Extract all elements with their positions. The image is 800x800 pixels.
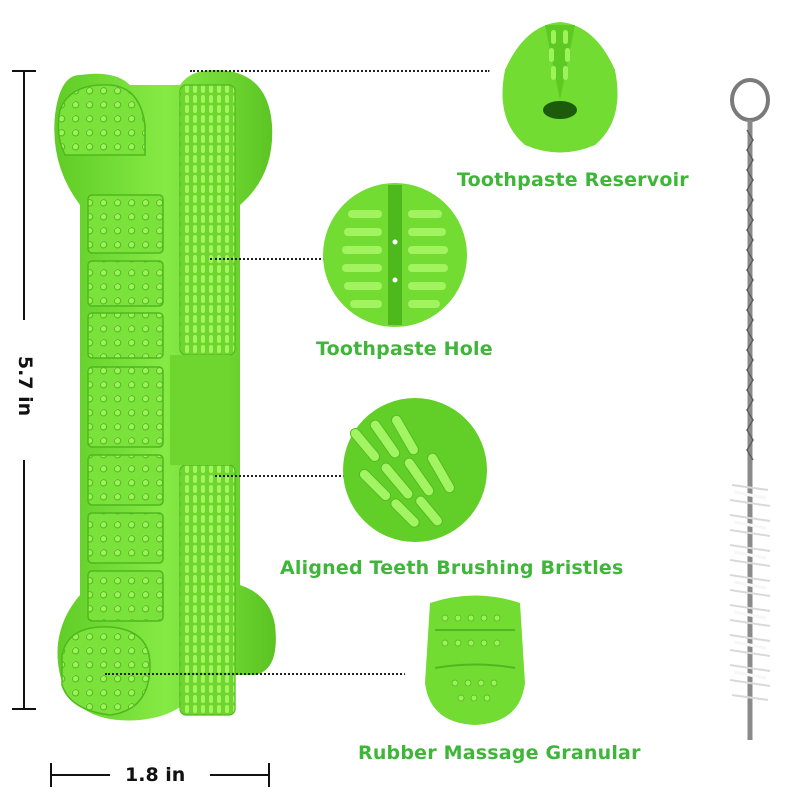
cleaning-brush-image [729,78,771,740]
callout-toothpaste-hole: Toothpaste Hole [316,338,493,360]
leader-line-bristles [215,475,345,477]
bristles-detail-image [343,398,487,542]
callout-aligned-bristles: Aligned Teeth Brushing Bristles [280,557,624,579]
width-dimension [50,760,270,790]
leader-line-massage [105,673,410,675]
height-dimension-bottom-tick [12,708,36,710]
reservoir-detail-image [488,13,632,157]
callout-toothpaste-reservoir: Toothpaste Reservoir [457,169,689,191]
massage-detail-image [403,586,547,730]
height-dimension-line-lower [23,460,25,710]
width-dimension-line-right [210,774,270,776]
callout-rubber-massage: Rubber Massage Granular [358,742,641,764]
hole-detail-image [323,183,467,327]
height-dimension [10,70,40,710]
leader-line-reservoir [190,70,490,72]
leader-line-hole [210,258,325,260]
width-label: 1.8 in [125,764,186,786]
width-dimension-line-left [50,774,110,776]
height-label: 5.7 in [14,355,36,417]
bone-toothbrush-image [54,70,276,721]
width-dimension-right-tick [268,763,270,787]
height-dimension-line [23,70,25,320]
